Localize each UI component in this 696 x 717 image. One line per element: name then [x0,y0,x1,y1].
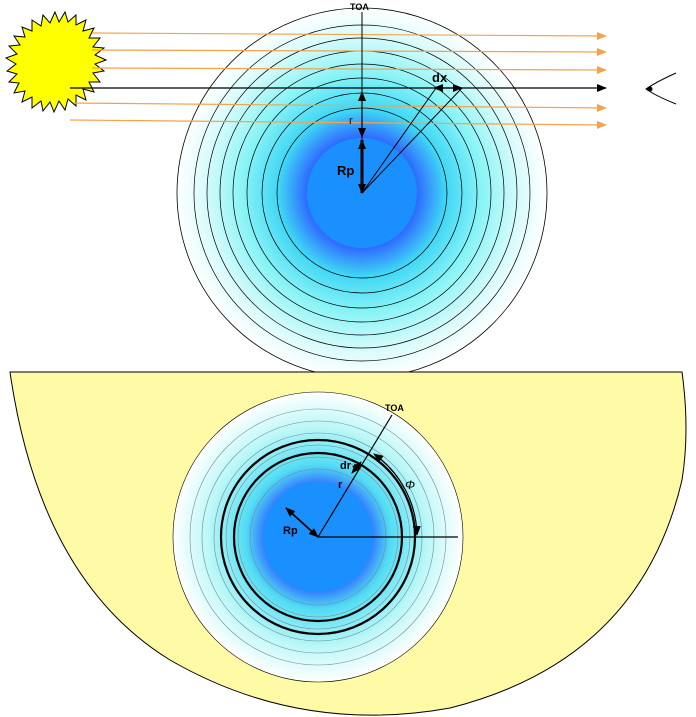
top-rp-label: Rp [337,163,354,178]
bottom-rp-label: Rp [283,525,298,537]
bottom-dr-label: dr [340,460,352,472]
toa-radius-line [317,414,393,538]
bottom-panel: TOA Rp r dr Φ [9,371,687,716]
radius-line [361,87,463,194]
top-toa-label: TOA [350,2,369,12]
eye-icon [645,72,677,105]
bottom-toa-label: TOA [385,403,404,413]
ray [73,102,607,112]
phi-arc [373,453,421,536]
bottom-phi-label: Φ [405,478,415,492]
ray [91,65,607,74]
sun-star-icon [4,10,108,114]
ray [91,47,607,56]
top-panel: TOA r Rp dx [4,2,677,379]
ray [69,119,607,129]
top-r-label: r [349,115,353,127]
bottom-r-label: r [338,479,343,491]
top-dx-label: dx [432,70,448,85]
ray [91,31,607,40]
light-rays [69,31,607,129]
dr-arrow [351,461,362,474]
radius-line [361,87,437,194]
bottom-rp-arrow [285,507,319,538]
